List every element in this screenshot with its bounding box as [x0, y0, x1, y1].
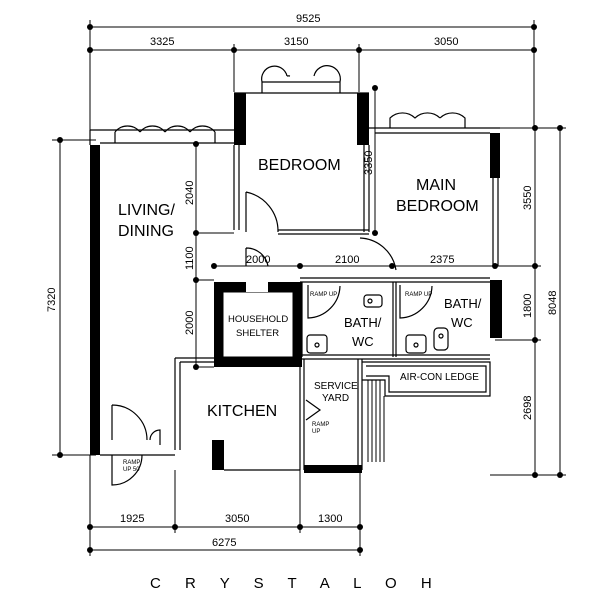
dim-top-3: 3050 — [434, 36, 458, 48]
label-main-bedroom-1: MAIN — [416, 177, 456, 194]
dim-right-1: 3550 — [522, 186, 534, 210]
dim-bottom-total: 6275 — [212, 537, 236, 549]
inner-dimensions: 2040 1100 2000 2000 2100 2375 3350 — [184, 85, 498, 370]
label-kitchen: KITCHEN — [207, 403, 277, 420]
dim-top-2: 3150 — [284, 36, 308, 48]
room-labels: LIVING/ DINING BEDROOM MAIN BEDROOM HOUS… — [118, 157, 482, 420]
dim-bottom-2: 3050 — [225, 513, 249, 525]
dim-left-total: 7320 — [46, 288, 58, 312]
label-service-1: SERVICE — [314, 381, 358, 392]
label-living-1: LIVING/ — [118, 202, 175, 219]
left-dimension: 7320 — [46, 137, 96, 458]
dim-inner-v1: 2040 — [184, 181, 196, 205]
ramp-up-bath1: RAMP UP — [310, 292, 337, 298]
dim-right-2: 1800 — [522, 294, 534, 318]
sanitary-fixtures — [306, 294, 449, 354]
label-service-2: YARD — [322, 393, 349, 404]
label-living-2: DINING — [118, 223, 174, 240]
ramp-up-entry-2: UP 50 — [123, 467, 140, 473]
annotations: RAMP UP RAMP UP RAMP UP RAMP UP 50 — [123, 292, 432, 473]
dim-inner-h2: 2100 — [335, 254, 359, 266]
label-main-bedroom-2: BEDROOM — [396, 198, 479, 215]
label-bath2-1: BATH/ — [444, 296, 482, 311]
dim-right-total: 8048 — [547, 291, 559, 315]
walls — [89, 92, 502, 473]
dim-inner-h1: 2000 — [246, 254, 270, 266]
top-dimensions: 9525 3325 3150 3050 — [87, 13, 537, 140]
label-bath2-2: WC — [451, 315, 473, 330]
label-bedroom: BEDROOM — [258, 157, 341, 174]
ramp-up-entry-1: RAMP — [123, 460, 140, 466]
bottom-dimensions: 1925 3050 1300 6275 — [87, 455, 363, 556]
label-bath1-2: WC — [352, 334, 374, 349]
right-dimensions: 3550 1800 2698 8048 — [490, 125, 566, 478]
dim-inner-v2: 1100 — [184, 246, 196, 270]
dim-inner-h3: 2375 — [430, 254, 454, 266]
dim-bottom-3: 1300 — [318, 513, 342, 525]
ramp-up-yard-2: UP — [312, 429, 320, 435]
dim-right-3: 2698 — [522, 396, 534, 420]
dim-inner-v3: 2000 — [184, 311, 196, 335]
watermark: C R Y S T A L O H — [150, 575, 442, 592]
ramp-up-yard-1: RAMP — [312, 422, 329, 428]
label-aircon-ledge: AIR-CON LEDGE — [400, 372, 479, 383]
label-shelter-2: SHELTER — [236, 328, 279, 339]
ramp-up-bath2: RAMP UP — [405, 292, 432, 298]
dim-bottom-1: 1925 — [120, 513, 144, 525]
label-bath1-1: BATH/ — [344, 315, 382, 330]
doors — [111, 191, 433, 486]
dim-top-1: 3325 — [150, 36, 174, 48]
windows — [114, 65, 466, 143]
label-shelter-1: HOUSEHOLD — [228, 314, 288, 325]
dim-overall-width: 9525 — [296, 13, 320, 25]
